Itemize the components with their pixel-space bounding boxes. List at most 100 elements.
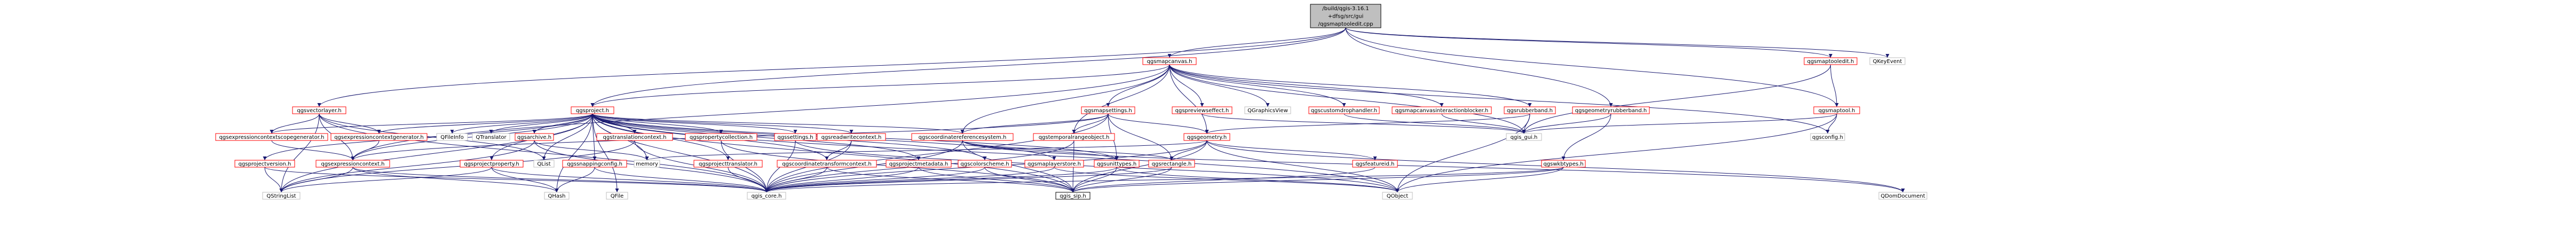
- node-label-qgsgeometry: qgsgeometry.h: [1187, 135, 1227, 140]
- node-box-qstringlist: [262, 192, 301, 200]
- node-qgsrubberband[interactable]: qgsrubberband.h: [1504, 106, 1556, 114]
- node-qgsproject[interactable]: qgsproject.h: [571, 106, 614, 114]
- edge-qgsproject-to-qgsexpressioncontextgenerator: [377, 113, 593, 134]
- node-qgsmaplayerstore[interactable]: qgsmaplayerstore.h: [1024, 160, 1084, 168]
- node-qgsrectangle[interactable]: qgsrectangle.h: [1148, 160, 1195, 168]
- node-qgsexpressioncontextgenerator[interactable]: qgsexpressioncontextgenerator.h: [330, 133, 428, 141]
- edge-root-to-qgsvectorlayer: [317, 27, 1346, 107]
- node-qgsunittypes[interactable]: qgsunittypes.h: [1094, 160, 1140, 168]
- edge-qgsmapcanvas-to-qgsproject: [590, 64, 1170, 107]
- node-qgsexpressioncontextscopegenerator[interactable]: qgsexpressioncontextscopegenerator.h: [215, 133, 328, 141]
- node-qgsexpressioncontext[interactable]: qgsexpressioncontext.h: [315, 160, 390, 168]
- edge-qgsmapsettings-to-qgstemporalrangeobject: [1072, 113, 1109, 134]
- node-qgs_gui[interactable]: qgis_gui.h: [1506, 133, 1542, 141]
- node-qgssnappingconfig[interactable]: qgssnappingconfig.h: [562, 160, 627, 168]
- node-qgssettings[interactable]: qgssettings.h: [774, 133, 817, 141]
- edge-qgsrubberband-to-qgsgeometry: [1205, 113, 1530, 134]
- edge-qgsproject-to-qobject: [592, 113, 1400, 193]
- node-qgscustomdrophandler[interactable]: qgscustomdrophandler.h: [1308, 106, 1380, 114]
- node-qgsprojectproperty[interactable]: qgsprojectproperty.h: [460, 160, 524, 168]
- edge-qgsarchive-to-qstringlist: [279, 140, 535, 193]
- node-qgsmapcanvas[interactable]: qgsmapcanvas.h: [1142, 57, 1197, 65]
- node-qgscoordinatereferencesystem[interactable]: qgscoordinatereferencesystem.h: [911, 133, 1014, 141]
- node-qtranslator[interactable]: QTranslator: [472, 133, 510, 141]
- node-box-qgscolorscheme: [958, 160, 1012, 168]
- edge-qgsrectangle-to-qgis_core: [764, 167, 1172, 193]
- edge-qgsprojectversion-to-qgis_core: [264, 167, 769, 193]
- edge-qgsproject-to-qgsreadwritecontext: [592, 113, 854, 134]
- edge-qgsmapcanvas-to-qgsmapcanvasinteractionblocker: [1169, 64, 1444, 107]
- node-qdomdocument[interactable]: QDomDocument: [1878, 192, 1927, 200]
- node-label-qhash: QHash: [548, 193, 565, 199]
- edge-qgscoordinatereferencesystem-to-qdomdocument: [962, 140, 1905, 193]
- node-qgsgeometryrubberband[interactable]: qgsgeometryrubberband.h: [1572, 106, 1650, 114]
- node-qgsprojectmetadata[interactable]: qgsprojectmetadata.h: [886, 160, 952, 168]
- node-qgsgeometry[interactable]: qgsgeometry.h: [1183, 133, 1230, 141]
- node-qgsconfig[interactable]: qgsconfig.h: [1810, 133, 1845, 141]
- node-qgis_core[interactable]: qgis_core.h: [747, 192, 786, 200]
- node-qgraphicsview[interactable]: QGraphicsView: [1244, 106, 1291, 114]
- edge-qgsmapsettings-to-qgsgeometry: [1108, 113, 1209, 134]
- node-qgspreviewseffect[interactable]: qgspreviewseffect.h: [1172, 106, 1232, 114]
- node-qfileinfo[interactable]: QFileInfo: [436, 133, 468, 141]
- node-qgsprojectversion[interactable]: qgsprojectversion.h: [234, 160, 295, 168]
- node-box-qgis_sip: [1055, 192, 1091, 200]
- node-box-qgstranslationcontext: [596, 133, 673, 141]
- node-label-root: +dfsg/src/gui: [1328, 14, 1364, 20]
- edge-qgsprojectproperty-to-qstringlist: [279, 167, 492, 193]
- edge-qgsarchive-to-memory: [534, 140, 649, 161]
- node-qhash[interactable]: QHash: [544, 192, 570, 200]
- edge-qgsmaptool-to-qgs_gui: [1522, 113, 1837, 134]
- node-box-qgsrectangle: [1148, 160, 1195, 168]
- node-qgscoordinatetransformcontext[interactable]: qgscoordinatetransformcontext.h: [777, 160, 877, 168]
- node-label-qgstemporalrangeobject: qgstemporalrangeobject.h: [1039, 135, 1110, 140]
- node-qgsreadwritecontext[interactable]: qgsreadwritecontext.h: [817, 133, 886, 141]
- edge-qgsgeometry-to-qobject: [1206, 140, 1400, 193]
- node-box-qkeyevent: [1869, 57, 1906, 65]
- node-qlist[interactable]: QList: [533, 160, 555, 168]
- node-qgsmapcanvasinteractionblocker[interactable]: qgsmapcanvasinteractionblocker.h: [1392, 106, 1492, 114]
- node-qstringlist[interactable]: QStringList: [262, 192, 301, 200]
- node-qgsmapsettings[interactable]: qgsmapsettings.h: [1081, 106, 1135, 114]
- node-qgscolorscheme[interactable]: qgscolorscheme.h: [958, 160, 1012, 168]
- node-qgsarchive[interactable]: qgsarchive.h: [515, 133, 554, 141]
- edge-qgsprojectproperty-to-qgis_core: [491, 167, 769, 193]
- node-box-qgsfeatureid: [1352, 160, 1398, 168]
- node-box-qgis_core: [747, 192, 786, 200]
- node-qgis_sip[interactable]: qgis_sip.h: [1055, 192, 1091, 200]
- node-label-qgsvectorlayer: qgsvectorlayer.h: [297, 108, 341, 114]
- node-box-qgsprojectmetadata: [886, 160, 952, 168]
- node-box-qgsgeometry: [1183, 133, 1230, 141]
- node-box-qgsreadwritecontext: [817, 133, 886, 141]
- node-label-qgsmaptool: qgsmaptool.h: [1819, 108, 1855, 114]
- node-box-qlist: [533, 160, 555, 168]
- edge-qgsproject-to-qgis_core: [592, 113, 769, 193]
- node-box-qfileinfo: [436, 133, 468, 141]
- node-qgstemporalrangeobject[interactable]: qgstemporalrangeobject.h: [1033, 133, 1115, 141]
- node-box-qgsmapcanvasinteractionblocker: [1392, 106, 1492, 114]
- edge-qgscoordinatereferencesystem-to-qgis_sip: [962, 140, 1075, 193]
- node-qgstranslationcontext[interactable]: qgstranslationcontext.h: [596, 133, 673, 141]
- edge-qgsproject-to-qlist: [542, 113, 593, 161]
- node-box-qgsproject: [571, 106, 614, 114]
- node-label-qfile: QFile: [611, 193, 624, 199]
- node-qobject[interactable]: QObject: [1382, 192, 1413, 200]
- node-qfile[interactable]: QFile: [606, 192, 628, 200]
- edge-qgsprojectmetadata-to-qgis_sip: [918, 167, 1075, 193]
- node-qgswkbtypes[interactable]: qgswkbtypes.h: [1541, 160, 1586, 168]
- node-label-qgraphicsview: QGraphicsView: [1247, 108, 1288, 114]
- node-label-qgsexpressioncontext: qgsexpressioncontext.h: [321, 161, 384, 167]
- edge-qgsunittypes-to-qobject: [1116, 167, 1400, 193]
- node-qkeyevent[interactable]: QKeyEvent: [1869, 57, 1906, 65]
- node-box-qgsmapsettings: [1081, 106, 1135, 114]
- edge-qgsmapcanvas-to-qgsconfig: [1169, 64, 1830, 134]
- node-qgsvectorlayer[interactable]: qgsvectorlayer.h: [292, 106, 346, 114]
- node-qgspropertycollection[interactable]: qgspropertycollection.h: [685, 133, 757, 141]
- node-label-qgis_core: qgis_core.h: [752, 193, 782, 199]
- node-qgsfeatureid[interactable]: qgsfeatureid.h: [1352, 160, 1398, 168]
- node-memory[interactable]: memory: [634, 160, 660, 168]
- node-qgsprojecttranslator[interactable]: qgsprojecttranslator.h: [693, 160, 763, 168]
- node-qgsmaptooledit[interactable]: qgsmaptooledit.h: [1804, 57, 1858, 65]
- node-qgsmaptool[interactable]: qgsmaptool.h: [1813, 106, 1860, 114]
- node-label-qgssnappingconfig: qgssnappingconfig.h: [567, 161, 622, 167]
